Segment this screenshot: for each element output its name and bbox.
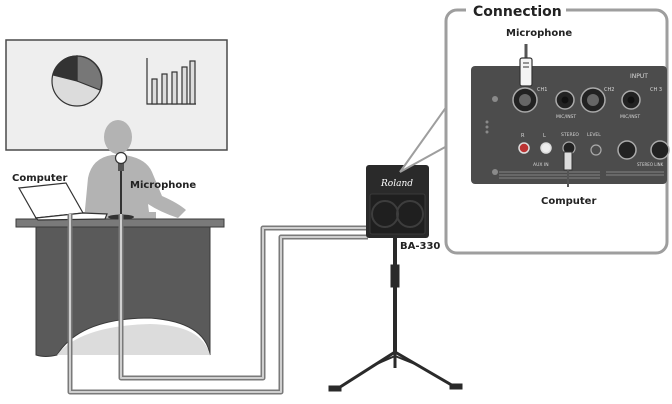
cables <box>67 214 368 395</box>
panel-mic-inst-1: MIC/INST <box>556 114 576 120</box>
ch2-combo-jack <box>580 87 641 113</box>
panel-warning-text <box>499 171 664 179</box>
microphone-label: Microphone <box>130 180 196 191</box>
tripod-stand <box>328 238 463 392</box>
panel-ch3-label: CH 3 <box>650 87 662 93</box>
panel-ch1-label: CH1 <box>537 87 547 93</box>
aux-in-jacks <box>518 140 670 160</box>
panel-screws <box>485 96 498 175</box>
ch1-combo-jack <box>512 87 575 113</box>
panel-level-label: LEVEL <box>587 132 601 138</box>
ba330-label: BA-330 <box>400 241 440 252</box>
connection-callout: INPUT CH1 CH2 CH 3 MIC/INST MIC/INST R L… <box>399 4 670 255</box>
computer-cable-plug <box>563 151 573 187</box>
panel-aux-in-label: AUX IN <box>533 162 549 168</box>
ba330-speaker: Roland <box>366 165 429 238</box>
panel-stereo-label: STEREO <box>561 132 579 138</box>
connection-title: Connection <box>473 4 562 20</box>
pie-chart-icon <box>51 55 103 107</box>
bar-chart-icon <box>146 58 196 105</box>
panel-mic-inst-2: MIC/INST <box>620 114 640 120</box>
brand-logo: Roland <box>380 179 413 189</box>
computer-callout-label: Computer <box>541 196 596 207</box>
microphone-callout-label: Microphone <box>506 28 572 39</box>
panel-ch2-label: CH2 <box>604 87 614 93</box>
panel-l-label: L <box>543 133 546 139</box>
computer-label: Computer <box>12 173 67 184</box>
panel-stereo-link-label: STEREO LINK <box>637 162 664 167</box>
panel-input-label: INPUT <box>630 73 648 80</box>
mic-cable-plug <box>519 44 533 87</box>
panel-r-label: R <box>521 133 525 139</box>
